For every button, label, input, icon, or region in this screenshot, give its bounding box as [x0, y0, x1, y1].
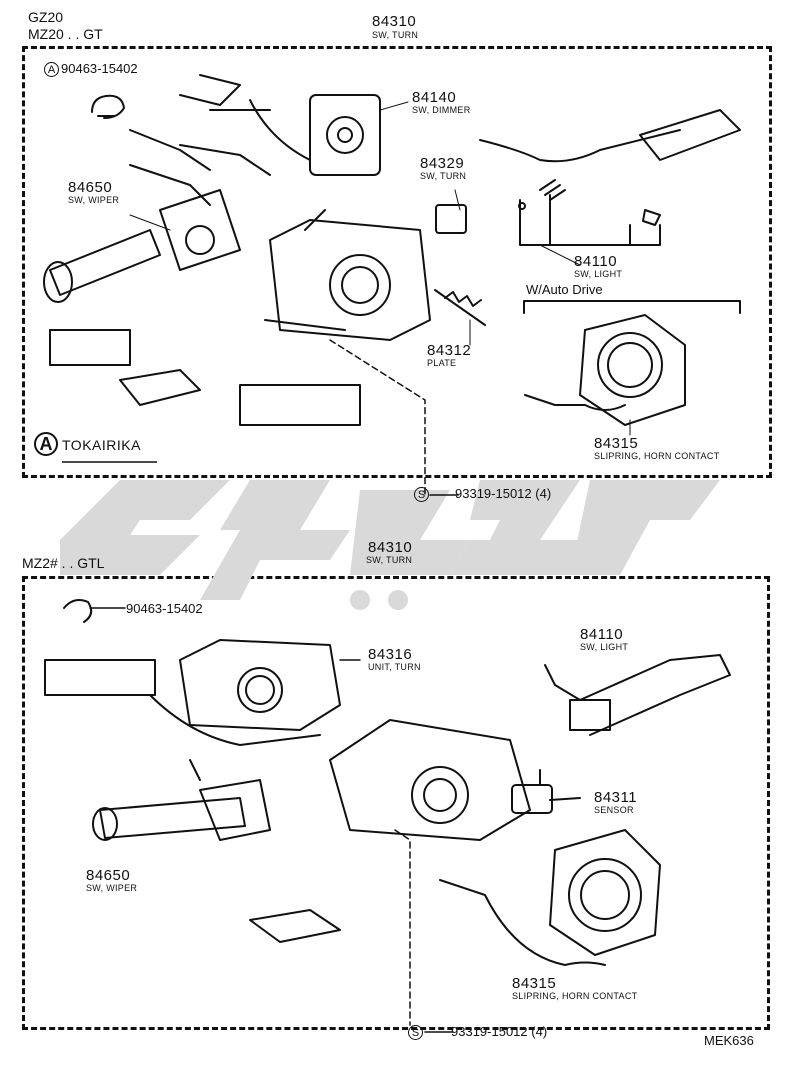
part-number-84140: 84140 [412, 89, 457, 106]
auto-drive-label: W/Auto Drive [526, 282, 603, 297]
turn-switch-small-drawing [435, 204, 467, 234]
plate-spring-drawing [434, 289, 486, 326]
connector-2-drawing [119, 369, 201, 406]
screw-qty-lower: (4) [531, 1024, 548, 1039]
part-number-84650-lower: 84650 [86, 867, 131, 884]
lower-clip-icon [63, 599, 126, 623]
footer-code: MEK636 [704, 1033, 754, 1048]
part-name-84316: UNIT, TURN [368, 662, 421, 672]
part-number-84110-lower: 84110 [580, 626, 624, 643]
screw-part-lower: S 93319-15012 (4) [408, 1025, 547, 1040]
part-number-84316: 84316 [368, 646, 413, 663]
part-name-84315-lower: SLIPRING, HORN CONTACT [512, 991, 638, 1001]
part-number-84311: 84311 [594, 789, 638, 806]
watermark-logo [60, 480, 720, 610]
turn-switch-body-drawing [264, 209, 431, 341]
screw-marker-icon-lower: S [408, 1025, 423, 1040]
part-name-84110-upper: SW, LIGHT [574, 269, 623, 279]
light-switch-drawing [479, 109, 741, 246]
part-number-84650-upper: 84650 [68, 179, 113, 196]
screw-qty-upper: (4) [535, 486, 552, 501]
screw-marker-icon-upper: S [414, 487, 429, 502]
slipring-lower-drawing [439, 829, 661, 966]
part-number-84110-upper: 84110 [574, 253, 618, 270]
screw-part-number-lower: 93319-15012 [451, 1024, 528, 1039]
part-number-84315-upper: 84315 [594, 435, 639, 452]
wiper-switch-drawing [43, 189, 241, 303]
lower-model-line: MZ2# . . GTL [22, 555, 105, 571]
part-number-84315-lower: 84315 [512, 975, 557, 992]
part-name-84312: PLATE [427, 358, 457, 368]
connector-1-drawing [49, 329, 131, 366]
dimmer-switch-drawing [249, 94, 381, 176]
upper-model-line2: MZ20 . . GT [28, 26, 103, 42]
lower-wiper-switch-drawing [92, 759, 271, 841]
part-name-84311: SENSOR [594, 805, 634, 815]
part-name-84329: SW, TURN [420, 171, 467, 181]
maker-name: TOKAIRIKA [62, 437, 141, 453]
lower-turn-switch-body-drawing [329, 719, 531, 841]
clip-part-number-lower: 90463-15402 [126, 601, 203, 616]
screw-part-number-upper: 93319-15012 [455, 486, 532, 501]
part-name-84110-lower: SW, LIGHT [580, 642, 629, 652]
part-number-84310-lower: 84310 [368, 539, 413, 556]
upper-model-line1: GZ20 [28, 9, 64, 25]
connector-3-drawing [239, 384, 361, 426]
clip-marker-icon: A [44, 62, 59, 77]
clip-part-number: 90463-15402 [61, 61, 138, 76]
clip-icon [91, 94, 125, 119]
lower-light-switch-drawing [544, 654, 731, 736]
part-name-84650-upper: SW, WIPER [68, 195, 120, 205]
upper-diagram-frame [22, 46, 772, 478]
part-name-84650-lower: SW, WIPER [86, 883, 138, 893]
lower-connector-drawing [44, 659, 156, 696]
maker-marker-icon: A [34, 432, 58, 456]
part-number-84312: 84312 [427, 342, 472, 359]
part-number-84310-upper: 84310 [372, 13, 417, 30]
part-name-84140: SW, DIMMER [412, 105, 471, 115]
lower-diagram-frame [22, 576, 770, 1030]
lower-small-connector-drawing [249, 909, 341, 943]
sensor-drawing [511, 769, 581, 814]
part-name-84310-upper: SW, TURN [372, 30, 419, 40]
part-name-84315-upper: SLIPRING, HORN CONTACT [594, 451, 720, 461]
slipring-upper-drawing [524, 314, 686, 426]
screw-part-upper: S 93319-15012 (4) [414, 487, 551, 502]
part-number-84329: 84329 [420, 155, 465, 172]
part-name-84310-lower: SW, TURN [366, 555, 413, 565]
